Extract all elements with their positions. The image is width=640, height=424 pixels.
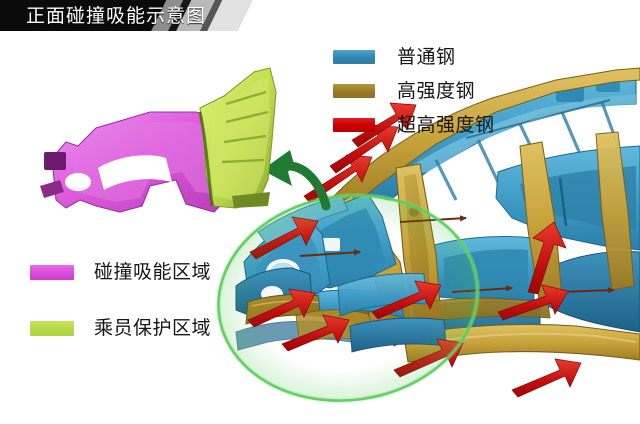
a-pillar-gold bbox=[331, 195, 415, 347]
force-path-arrows bbox=[247, 102, 582, 398]
cowl-and-dash bbox=[285, 193, 397, 289]
legend-label-high-strength-steel: 高强度钢 bbox=[397, 80, 476, 102]
front-structure-inset bbox=[40, 67, 277, 213]
legend-item-crumple-zone: 碰撞吸能区域 bbox=[30, 244, 280, 300]
legend-swatch-crumple-zone bbox=[30, 264, 74, 280]
legend-label-occupant-protection-zone: 乘员保护区域 bbox=[94, 317, 212, 339]
material-legend: 普通钢 高强度钢 超高强度钢 bbox=[333, 40, 583, 142]
legend-item-occupant-protection-zone: 乘员保护区域 bbox=[30, 300, 280, 356]
page-title: 正面碰撞吸能示意图 bbox=[26, 5, 207, 27]
legend-swatch-ordinary-steel bbox=[333, 50, 375, 64]
title-banner: 正面碰撞吸能示意图 bbox=[0, 0, 258, 31]
c-pillar-gold bbox=[519, 141, 563, 307]
callout-curved-arrow bbox=[262, 150, 331, 211]
legend-swatch-occupant-protection-zone bbox=[30, 320, 74, 336]
legend-item-high-strength-steel: 高强度钢 bbox=[333, 74, 583, 108]
legend-label-ultra-high-strength-steel: 超高强度钢 bbox=[397, 114, 495, 136]
rear-quarter-panel bbox=[495, 145, 640, 251]
b-pillar-gold bbox=[395, 163, 443, 341]
legend-item-ordinary-steel: 普通钢 bbox=[333, 40, 583, 74]
callout-pointer-lines bbox=[299, 215, 615, 294]
legend-label-ordinary-steel: 普通钢 bbox=[397, 46, 456, 68]
legend-swatch-ultra-high-strength-steel bbox=[333, 118, 375, 132]
legend-item-ultra-high-strength-steel: 超高强度钢 bbox=[333, 108, 583, 142]
rocker-sill-gold bbox=[403, 323, 640, 363]
zone-legend: 碰撞吸能区域 乘员保护区域 bbox=[30, 244, 280, 356]
legend-swatch-high-strength-steel bbox=[333, 84, 375, 98]
cabin-floor-panels bbox=[417, 236, 541, 341]
legend-label-crumple-zone: 碰撞吸能区域 bbox=[94, 261, 212, 283]
